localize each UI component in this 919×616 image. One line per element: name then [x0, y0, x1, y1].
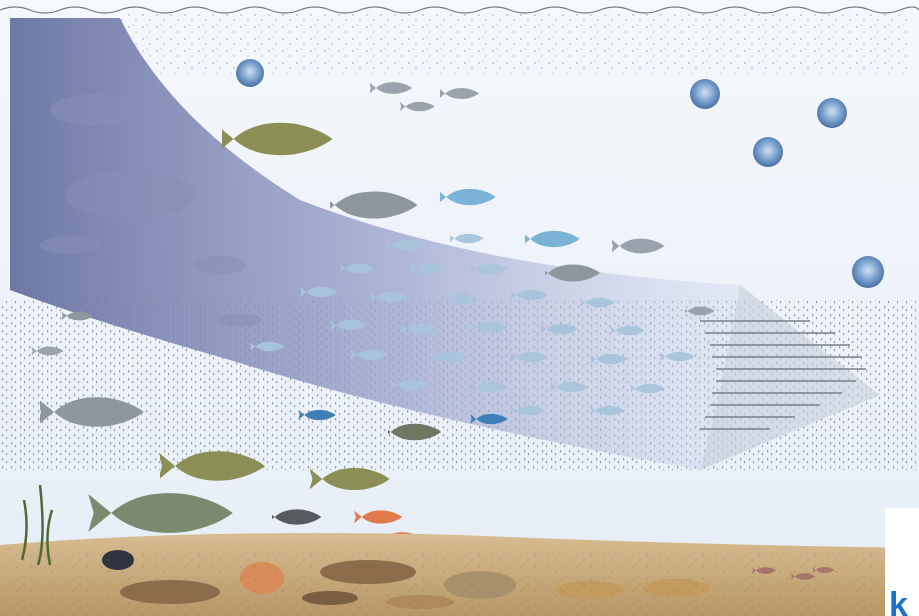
jellyfish [852, 256, 884, 288]
jellyfish [690, 79, 720, 109]
seabed-texture [0, 548, 919, 616]
plankton-surface-layer [120, 14, 910, 74]
jellyfish [236, 59, 264, 87]
jellyfish [817, 98, 847, 128]
corner-badge-letter: k [889, 588, 908, 616]
jellyfish [753, 137, 783, 167]
corner-badge: k [885, 508, 919, 616]
